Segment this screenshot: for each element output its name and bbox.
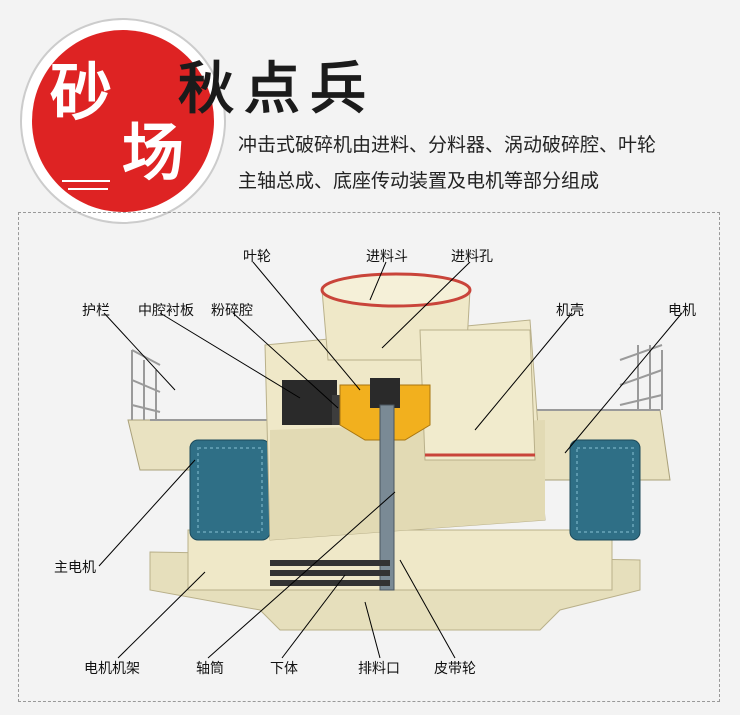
label-discharge: 排料口 [358, 661, 400, 677]
left-main-motor [189, 439, 271, 541]
description-line-1: 冲击式破碎机由进料、分料器、涡动破碎腔、叶轮 [238, 134, 657, 156]
right-motor [569, 439, 641, 541]
badge-char-2: 场 [122, 116, 185, 189]
main-shaft [379, 404, 395, 591]
impeller-core [370, 378, 400, 408]
header: 砂 场 秋点兵 冲击式破碎机由进料、分料器、涡动破碎腔、叶轮 主轴总成、底座传动… [0, 0, 740, 224]
badge-red-circle: 砂 场 [32, 30, 214, 212]
badge-deco-line [68, 188, 108, 190]
leader-lines [98, 261, 683, 659]
label-shaft-tube: 轴筒 [196, 661, 224, 677]
right-motor-stripes [576, 447, 634, 533]
right-guardrail [530, 344, 663, 411]
pulley-stack [270, 560, 390, 586]
label-middle-liner: 中腔衬板 [138, 303, 194, 319]
label-feed-hole: 进料孔 [451, 249, 493, 265]
label-pulley: 皮带轮 [434, 661, 476, 677]
badge-deco-line [62, 180, 110, 182]
middle-liner [282, 380, 337, 425]
label-main-motor: 主电机 [54, 560, 96, 576]
label-feed-hopper: 进料斗 [366, 249, 408, 265]
description-line-2: 主轴总成、底座传动装置及电机等部分组成 [238, 170, 600, 192]
casing [419, 329, 536, 461]
left-guardrail [131, 349, 270, 421]
label-motor-frame: 电机机架 [84, 661, 140, 677]
title-badge: 砂 场 [20, 18, 226, 224]
label-motor: 电机 [668, 303, 696, 319]
badge-char-1: 砂 [50, 56, 113, 129]
label-guardrail: 护栏 [82, 303, 110, 319]
label-impeller: 叶轮 [243, 249, 271, 265]
label-crushing-chamber: 粉碎腔 [211, 303, 253, 319]
label-lower-body: 下体 [270, 661, 298, 677]
feed-hopper-rim [320, 272, 472, 308]
diagram-frame [18, 212, 720, 702]
left-motor-stripes [197, 447, 263, 533]
page-title: 秋点兵 [178, 56, 376, 122]
label-casing: 机壳 [556, 303, 584, 319]
